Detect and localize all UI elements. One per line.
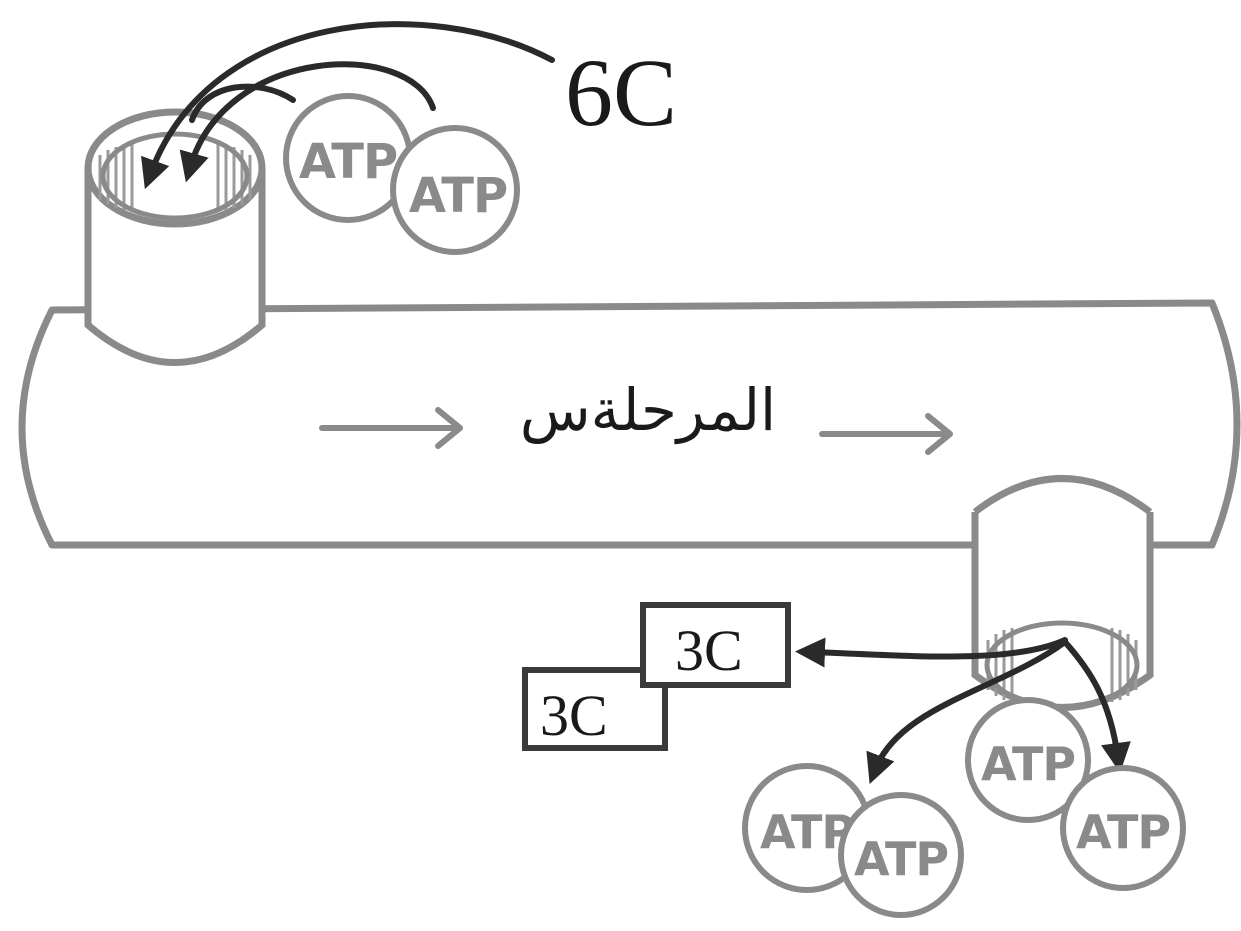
input-arrows — [141, 21, 555, 190]
arrow-atp1-into-channel — [189, 83, 296, 123]
output-atp-1: ATP — [742, 763, 872, 893]
stage-arrow-left — [319, 407, 463, 449]
atp-label: ATP — [299, 134, 397, 190]
input-atp-1: ATP — [283, 93, 413, 223]
output-atp-4: ATP — [1060, 765, 1186, 891]
main-tube — [18, 299, 1241, 549]
atp-label: ATP — [854, 832, 948, 886]
output-atp-2: ATP — [838, 792, 964, 918]
atp-label: ATP — [981, 737, 1075, 791]
arrow-to-atp-left — [866, 639, 1068, 784]
atp-label: ATP — [1076, 805, 1170, 859]
arrow-to-atp-right — [1062, 639, 1131, 773]
arrow-6c-into-channel — [141, 21, 555, 190]
svg-text:3C: 3C — [675, 618, 743, 683]
output-atp-3: ATP — [965, 697, 1091, 823]
atp-label: ATP — [409, 168, 507, 224]
input-molecule-label: 6C — [565, 39, 677, 146]
svg-text:3C: 3C — [540, 683, 608, 748]
stage-arrow-right — [819, 413, 953, 455]
input-atp-2: ATP — [390, 125, 520, 255]
stage-label: المرحلةس — [520, 376, 776, 445]
input-channel — [84, 108, 266, 366]
output-3c-box-front: 3C — [640, 602, 791, 688]
output-channel — [971, 475, 1154, 711]
output-arrows — [795, 637, 1131, 784]
arrow-atp2-into-channel — [179, 61, 436, 183]
arrow-to-3c — [795, 637, 1068, 668]
